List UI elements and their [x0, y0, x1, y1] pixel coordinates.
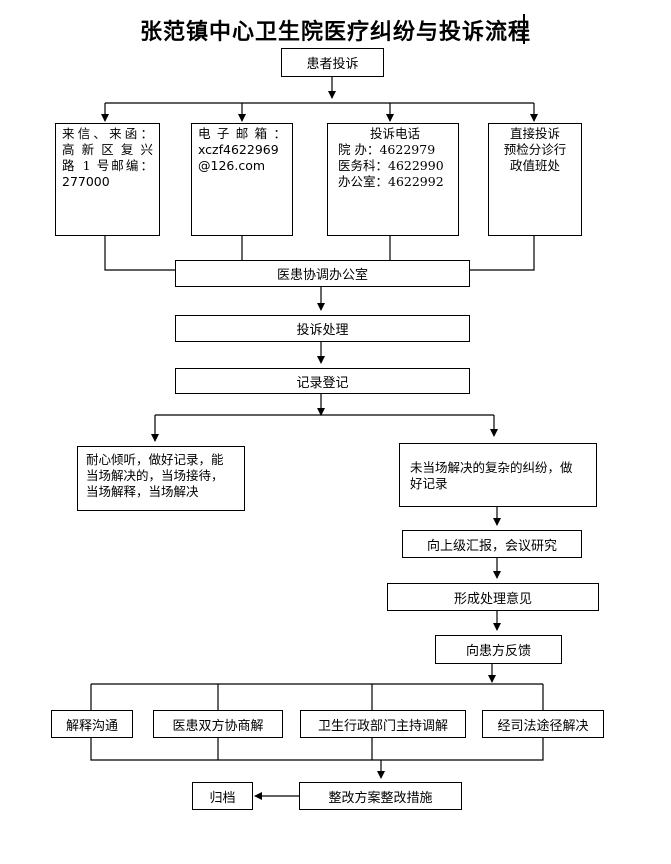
page-title: 张范镇中心卫生院医疗纠纷与投诉流程 [139, 20, 531, 45]
direct-complaint-box: 直接投诉 预检分诊行 政值班处 [488, 123, 582, 236]
letter-line: 来信、来函： [62, 126, 153, 141]
patient-feedback-box: 向患方反馈 [435, 635, 562, 664]
letter-channel-box: 来信、来函： 高 新 区 复 兴 路 1 号邮编： 277000 [55, 123, 160, 236]
email-label: 电 子 邮 箱 ： [198, 126, 286, 141]
letter-line: 路 1 号邮编： [62, 158, 153, 173]
report-superior-box: 向上级汇报，会议研究 [402, 530, 582, 558]
text-cursor [523, 14, 525, 44]
on-site-resolution-box: 耐心倾听，做好记录，能 当场解决的，当场接待， 当场解释，当场解决 [77, 446, 245, 511]
archive-box: 归档 [192, 782, 253, 810]
phone-line: 办公室：4622992 [338, 174, 444, 189]
complex-line: 好记录 [410, 476, 448, 491]
patient-complaint-box: 患者投诉 [281, 48, 384, 77]
letter-line: 高 新 区 复 兴 [62, 142, 153, 157]
phone-line: 医务科：4622990 [338, 158, 444, 173]
rectification-box: 整改方案整改措施 [299, 782, 462, 810]
on-site-line: 耐心倾听，做好记录，能 [86, 452, 224, 467]
direct-line: 政值班处 [509, 158, 560, 173]
coordination-office-box: 医患协调办公室 [175, 260, 470, 287]
direct-line: 直接投诉 [509, 126, 560, 141]
doctor-patient-negotiation-box: 医患双方协商解 [153, 710, 283, 738]
complex-dispute-box: 未当场解决的复杂的纠纷，做 好记录 [399, 443, 597, 507]
judicial-resolution-box: 经司法途径解决 [482, 710, 604, 738]
email-address-part: @126.com [198, 158, 266, 173]
complaint-handling-box: 投诉处理 [175, 315, 470, 342]
email-address-part: xczf4622969 [198, 142, 279, 157]
direct-line: 预检分诊行 [503, 142, 567, 157]
handling-opinion-box: 形成处理意见 [387, 583, 599, 611]
email-channel-box: 电 子 邮 箱 ： xczf4622969 @126.com [191, 123, 293, 236]
phone-title: 投诉电话 [369, 126, 420, 141]
complex-line: 未当场解决的复杂的纠纷，做 [410, 460, 573, 475]
on-site-line: 当场解释，当场解决 [86, 484, 199, 499]
phone-channel-box: 投诉电话 院 办：4622979 医务科：4622990 办公室：4622992 [327, 123, 459, 236]
explain-communicate-box: 解释沟通 [51, 710, 133, 738]
record-register-box: 记录登记 [175, 368, 470, 394]
health-admin-mediation-box: 卫生行政部门主持调解 [300, 710, 466, 738]
phone-line: 院 办：4622979 [338, 142, 436, 157]
letter-postcode: 277000 [62, 174, 110, 189]
on-site-line: 当场解决的，当场接待， [86, 468, 224, 483]
